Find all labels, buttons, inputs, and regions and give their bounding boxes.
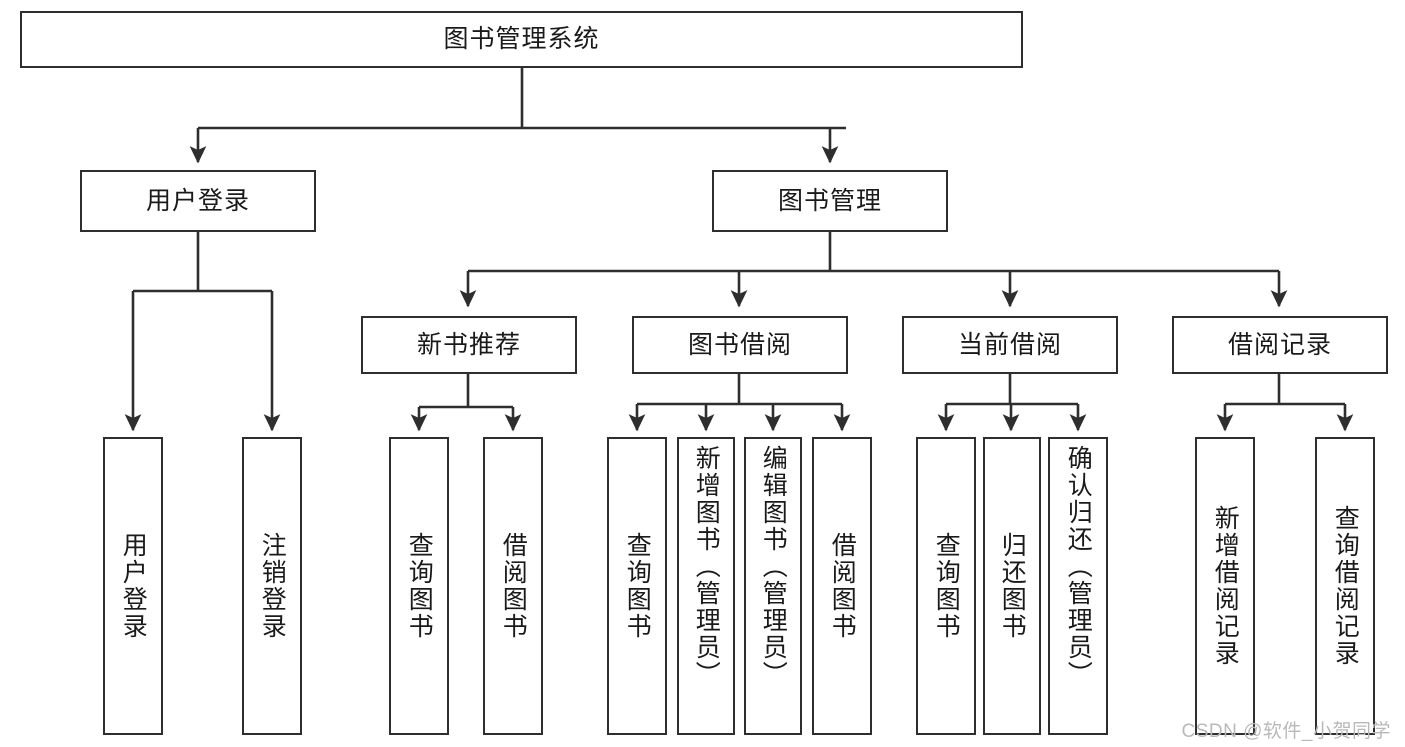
node-label: 新书推荐: [416, 330, 521, 359]
node-label: 图书管理系统: [443, 25, 600, 53]
node-label: 图书管理: [777, 186, 882, 215]
leaf-borrow-query-book[interactable]: 查询图书: [607, 437, 667, 735]
node-label: 借阅记录: [1227, 330, 1332, 359]
leaf-current-query-book[interactable]: 查询图书: [916, 437, 976, 735]
node-label: 用户登录: [119, 532, 148, 640]
node-label: 查询图书: [623, 532, 652, 640]
node-label: 新增借阅记录: [1211, 505, 1240, 667]
leaf-user-login[interactable]: 用户登录: [103, 437, 163, 735]
leaf-borrow-do-borrow[interactable]: 借阅图书: [812, 437, 872, 735]
node-label: 查询图书: [932, 532, 961, 640]
leaf-recommend-borrow-book[interactable]: 借阅图书: [483, 437, 543, 735]
node-book-borrow[interactable]: 图书借阅: [632, 316, 848, 374]
leaf-borrow-edit-book-admin[interactable]: 编辑图书（管理员）: [744, 437, 802, 735]
node-label: 确认归还（管理员）: [1064, 445, 1093, 688]
node-label: 编辑图书（管理员）: [759, 445, 788, 688]
leaf-user-logout[interactable]: 注销登录: [242, 437, 302, 735]
node-label: 归还图书: [998, 532, 1027, 640]
node-user-login[interactable]: 用户登录: [80, 170, 316, 232]
node-current-borrow[interactable]: 当前借阅: [902, 316, 1118, 374]
node-root-system[interactable]: 图书管理系统: [20, 11, 1023, 68]
node-label: 查询借阅记录: [1331, 505, 1360, 667]
node-borrow-record[interactable]: 借阅记录: [1172, 316, 1388, 374]
node-label: 借阅图书: [828, 532, 857, 640]
node-book-management[interactable]: 图书管理: [712, 170, 948, 232]
node-label: 当前借阅: [957, 330, 1062, 359]
leaf-record-search-record[interactable]: 查询借阅记录: [1315, 437, 1375, 735]
leaf-recommend-query-book[interactable]: 查询图书: [389, 437, 449, 735]
leaf-current-return-book[interactable]: 归还图书: [983, 437, 1041, 735]
node-label: 借阅图书: [499, 532, 528, 640]
node-label: 注销登录: [258, 532, 287, 640]
node-label: 新增图书（管理员）: [692, 445, 721, 688]
leaf-borrow-add-book-admin[interactable]: 新增图书（管理员）: [677, 437, 735, 735]
node-new-book-recommend[interactable]: 新书推荐: [361, 316, 577, 374]
node-label: 图书借阅: [687, 330, 792, 359]
leaf-record-add-record[interactable]: 新增借阅记录: [1195, 437, 1255, 735]
node-label: 查询图书: [405, 532, 434, 640]
leaf-current-confirm-return-admin[interactable]: 确认归还（管理员）: [1048, 437, 1108, 735]
node-label: 用户登录: [145, 186, 250, 215]
